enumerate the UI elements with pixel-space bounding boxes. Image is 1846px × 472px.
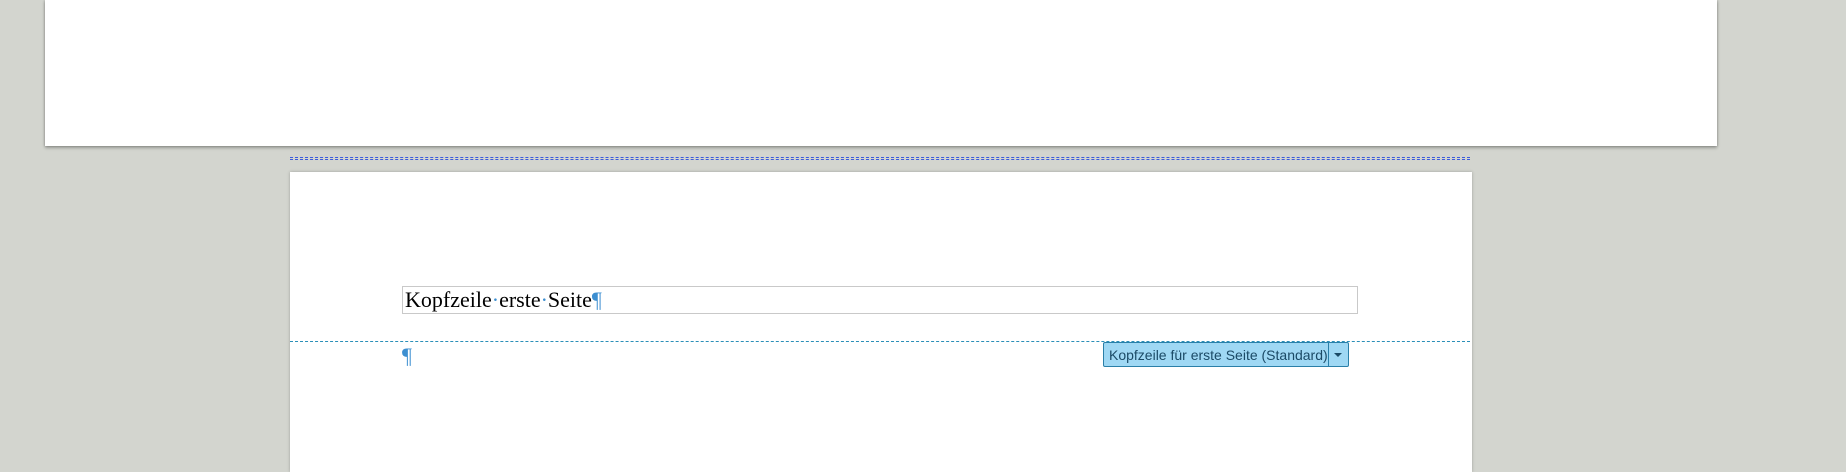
header-separator-line (290, 341, 1470, 342)
page-break-indicator (290, 157, 1470, 160)
chevron-down-icon[interactable] (1327, 343, 1348, 366)
header-style-button[interactable]: Kopfzeile für erste Seite (Standard) (1103, 342, 1349, 367)
header-word-3: Seite (547, 287, 592, 312)
header-paragraph[interactable]: Kopfzeile·erste·Seite¶ (405, 288, 602, 312)
header-word-2: erste (499, 287, 541, 312)
pilcrow-mark: ¶ (591, 287, 602, 312)
body-empty-paragraph[interactable]: ¶ (402, 344, 412, 368)
header-area[interactable]: Kopfzeile·erste·Seite¶ (402, 286, 1358, 314)
previous-page (45, 0, 1717, 146)
current-page: Kopfzeile·erste·Seite¶ ¶ Kopfzeile für e… (290, 172, 1472, 472)
header-style-label: Kopfzeile für erste Seite (Standard) (1109, 346, 1328, 363)
space-mark: · (540, 287, 548, 312)
pilcrow-mark: ¶ (402, 343, 412, 368)
space-mark: · (491, 287, 500, 312)
header-word-1: Kopfzeile (405, 287, 492, 312)
